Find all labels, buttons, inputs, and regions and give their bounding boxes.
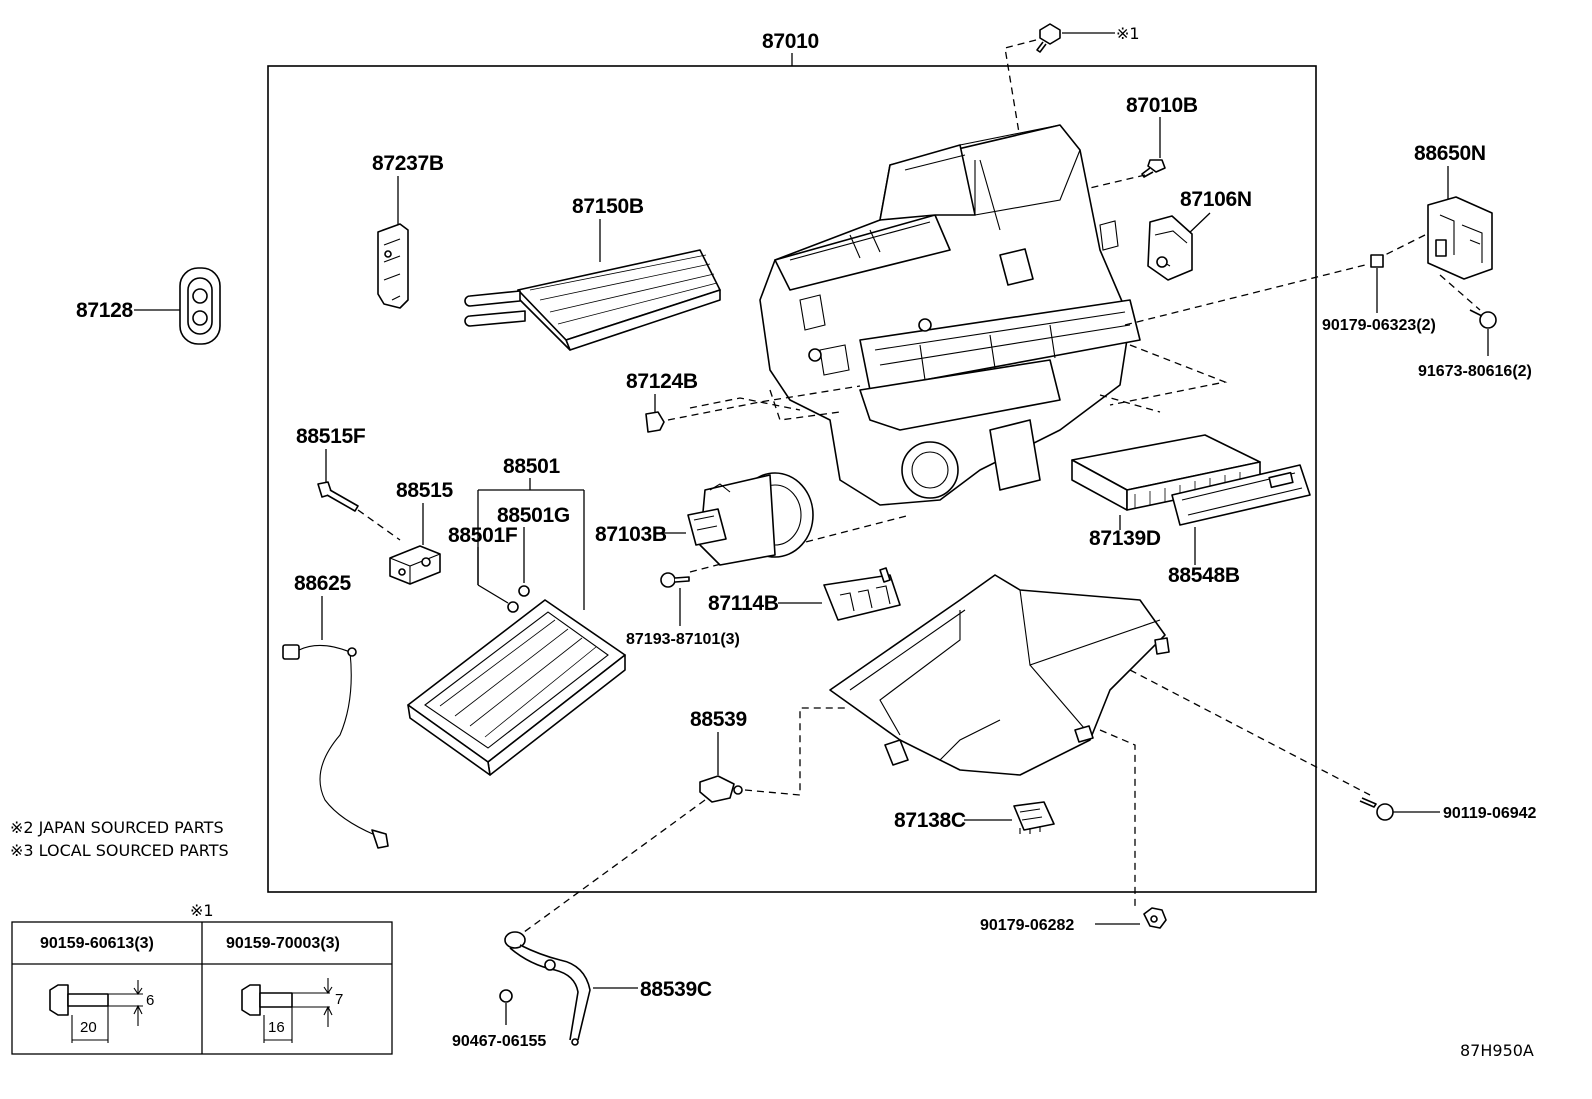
clip-90467-06155-icon (499, 989, 513, 1003)
label-88539[interactable]: 88539 (690, 708, 747, 731)
air-filter-87139D-icon (1071, 434, 1261, 511)
clip-87124B-icon (645, 411, 665, 433)
label-90467-06155[interactable]: 90467-06155 (452, 1033, 546, 1050)
label-88548B[interactable]: 88548B (1168, 564, 1240, 587)
screw-87010B-icon (1141, 159, 1166, 178)
label-88515F[interactable]: 88515F (296, 425, 366, 448)
evaporator-icon (407, 599, 626, 776)
blower-motor-87103B-icon (687, 472, 814, 566)
ref-table-col1-dia: 6 (146, 992, 154, 1009)
label-88515[interactable]: 88515 (396, 479, 454, 502)
label-88501[interactable]: 88501 (503, 455, 561, 478)
bracket-87237B-icon (377, 223, 409, 309)
bolt-91673-80616-icon (1469, 309, 1497, 329)
label-88501G[interactable]: 88501G (497, 504, 570, 527)
sensor-88539-icon (699, 775, 743, 803)
label-87150B[interactable]: 87150B (572, 195, 644, 218)
ref-table-col1-length: 20 (80, 1019, 97, 1036)
bolt-90159-60613-icon (49, 980, 143, 1043)
grommet-87128-icon (179, 267, 221, 345)
label-87124B[interactable]: 87124B (626, 370, 698, 393)
bolt-90159-70003-icon (241, 978, 333, 1043)
label-87193-87101[interactable]: 87193-87101(3) (626, 631, 740, 648)
ref-table (11, 921, 393, 1055)
label-87114B[interactable]: 87114B (708, 592, 779, 615)
label-87010B[interactable]: 87010B (1126, 94, 1198, 117)
label-87138C[interactable]: 87138C (894, 809, 966, 832)
clip-90179-06323-icon (1370, 254, 1384, 268)
servo-87106N-icon (1147, 215, 1193, 281)
bolt-88515F-icon (317, 481, 359, 512)
lower-case-icon (829, 574, 1170, 776)
expansion-valve-88515-icon (389, 545, 441, 585)
heater-core-87150B-icon (464, 249, 721, 351)
ref-table-col2-length: 16 (268, 1019, 285, 1036)
nut-90179-06282-icon (1143, 907, 1167, 929)
duct-87114B-icon (823, 567, 901, 621)
pipe-88539C-icon (504, 931, 591, 1046)
ref-table-col2-part[interactable]: 90159-70003(3) (226, 935, 340, 952)
label-87010[interactable]: 87010 (762, 30, 819, 53)
top-bolt-icon (1036, 23, 1115, 53)
control-unit-88650N-icon (1427, 196, 1493, 280)
bolt-90119-06942-icon (1359, 797, 1394, 821)
note-local-sourced: ※3 LOCAL SOURCED PARTS (10, 841, 229, 860)
relay-87138C-icon (1013, 801, 1055, 834)
heater-case-icon (759, 124, 1141, 506)
note-japan-sourced: ※2 JAPAN SOURCED PARTS (10, 818, 224, 837)
label-90179-06323[interactable]: 90179-06323(2) (1322, 317, 1436, 334)
filter-frame-88548B-icon (1171, 464, 1311, 526)
diagram-code: 87H950A (1460, 1041, 1534, 1060)
ref-table-col1-part[interactable]: 90159-60613(3) (40, 935, 154, 952)
label-87139D[interactable]: 87139D (1089, 527, 1161, 550)
label-90179-06282[interactable]: 90179-06282 (980, 917, 1074, 934)
ref-table-col2-dia: 7 (335, 991, 343, 1008)
label-91673-80616[interactable]: 91673-80616(2) (1418, 363, 1532, 380)
wire-harness-88625-icon (282, 644, 389, 849)
label-ref-1-top: ※1 (1116, 24, 1140, 43)
label-88650N[interactable]: 88650N (1414, 142, 1486, 165)
label-87103B[interactable]: 87103B (595, 523, 667, 546)
label-87237B[interactable]: 87237B (372, 152, 444, 175)
label-87106N[interactable]: 87106N (1180, 188, 1252, 211)
label-88625[interactable]: 88625 (294, 572, 352, 595)
screw-87193-87101-icon (660, 572, 690, 588)
label-88539C[interactable]: 88539C (640, 978, 712, 1001)
ref-table-marker: ※1 (190, 901, 214, 920)
label-90119-06942[interactable]: 90119-06942 (1443, 805, 1537, 822)
label-87128[interactable]: 87128 (76, 299, 134, 322)
label-88501F[interactable]: 88501F (448, 524, 518, 547)
